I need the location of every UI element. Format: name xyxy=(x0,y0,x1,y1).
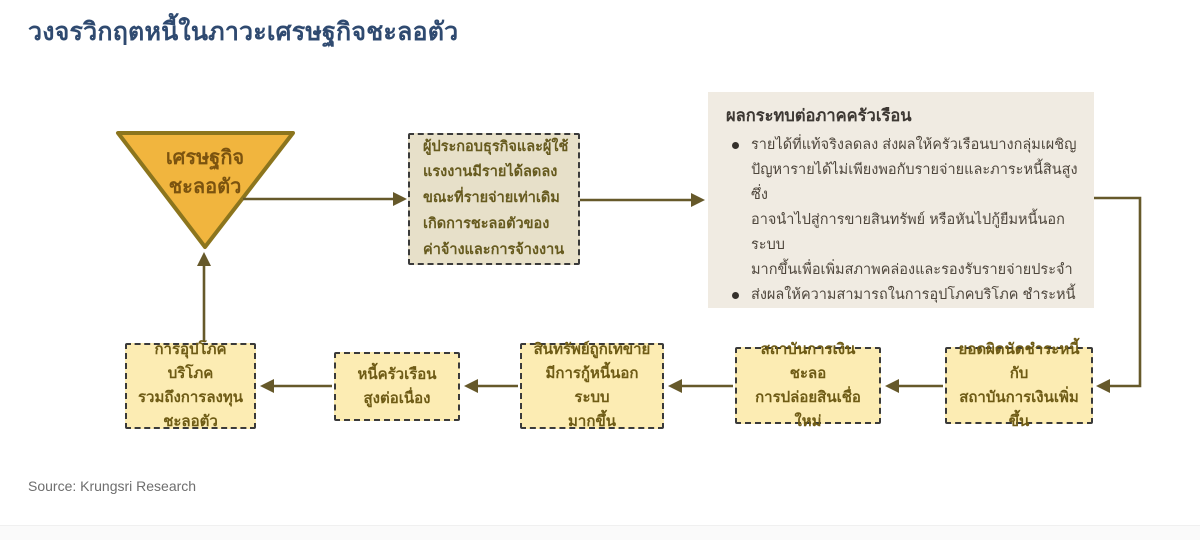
cycle-box-line: มีการกู้หนี้นอกระบบ xyxy=(545,365,639,406)
arrow-consumption-to-trigger-icon xyxy=(197,252,211,341)
cycle-box-line: การปล่อยสินเชื่อใหม่ xyxy=(755,388,861,430)
arrow-cause-to-impact-icon xyxy=(580,193,705,207)
bottom-strip xyxy=(0,525,1200,540)
impact-bullet-line: รายได้ที่แท้จริงลดลง ส่งผลให้ครัวเรือนบา… xyxy=(751,137,1077,153)
arrow-institutions-to-assets-icon xyxy=(668,379,733,393)
cycle-box-line: สถาบันการเงินชะลอ xyxy=(760,340,856,382)
trigger-label-line: ชะลอตัว xyxy=(168,176,242,198)
bullet-dot-icon xyxy=(732,142,739,149)
impact-bullet-text: ส่งผลให้ความสามารถในการอุปโภคบริโภค ชำระ… xyxy=(751,283,1078,308)
cycle-box-line: การอุปโภคบริโภค xyxy=(154,341,227,382)
impact-panel: ผลกระทบต่อภาคครัวเรือน รายได้ที่แท้จริงล… xyxy=(708,92,1094,308)
cycle-box-line: สินทรัพย์ถูกเทขาย xyxy=(533,341,651,358)
arrow-impact-to-defaults-icon xyxy=(1093,196,1142,393)
source-note: Source: Krungsri Research xyxy=(28,478,197,494)
cycle-box-line: สถาบันการเงินเพิ่มขึ้น xyxy=(959,388,1079,430)
cycle-box-line: สูงต่อเนื่อง xyxy=(363,389,431,407)
arrow-trigger-to-cause-icon xyxy=(243,192,407,206)
cause-box: ผู้ประกอบธุรกิจและผู้ใช้ แรงงานมีรายได้ล… xyxy=(408,133,580,265)
cycle-box-line: ยอดผิดนัดชำระหนี้กับ xyxy=(958,340,1080,382)
cycle-box-assets-sold-informal-loans: สินทรัพย์ถูกเทขาย มีการกู้หนี้นอกระบบ มา… xyxy=(520,341,664,430)
cycle-box-institutions-slow-lending: สถาบันการเงินชะลอ การปล่อยสินเชื่อใหม่ xyxy=(735,341,881,430)
arrow-debt-to-consumption-icon xyxy=(260,379,332,393)
impact-bullet-line: อาจนำไปสู่การขายสินทรัพย์ หรือหันไปกู้ยื… xyxy=(751,211,1065,253)
trigger-label-line: เศรษฐกิจ xyxy=(165,147,245,169)
cycle-box-consumption-slows: การอุปโภคบริโภค รวมถึงการลงทุน ชะลอตัว xyxy=(125,341,256,430)
cause-box-line: ผู้ประกอบธุรกิจและผู้ใช้ xyxy=(423,138,569,155)
cycle-box-household-debt-high: หนี้ครัวเรือน สูงต่อเนื่อง xyxy=(334,352,460,421)
cycle-box-line: หนี้ครัวเรือน xyxy=(357,365,437,383)
trigger-label: เศรษฐกิจ ชะลอตัว xyxy=(135,144,275,202)
impact-panel-heading: ผลกระทบต่อภาคครัวเรือน xyxy=(726,107,912,125)
impact-bullet: รายได้ที่แท้จริงลดลง ส่งผลให้ครัวเรือนบา… xyxy=(726,133,1078,283)
bullet-dot-icon xyxy=(732,291,739,299)
cycle-box-line: ชะลอตัว xyxy=(163,413,218,430)
impact-bullet-line: มากขึ้นเพื่อเพิ่มสภาพคล่องและรองรับรายจ่… xyxy=(751,261,1073,278)
cycle-box-line: มากขึ้น xyxy=(568,413,616,430)
impact-bullet: ส่งผลให้ความสามารถในการอุปโภคบริโภค ชำระ… xyxy=(726,283,1078,308)
cycle-box-defaults-increase: ยอดผิดนัดชำระหนี้กับ สถาบันการเงินเพิ่มข… xyxy=(945,341,1093,430)
arrow-defaults-to-institutions-icon xyxy=(885,379,943,393)
impact-bullet-text: รายได้ที่แท้จริงลดลง ส่งผลให้ครัวเรือนบา… xyxy=(751,133,1078,283)
arrow-assets-to-debt-icon xyxy=(464,379,518,393)
impact-bullet-line: ปัญหารายได้ไม่เพียงพอกับรายจ่ายและภาระหน… xyxy=(751,161,1078,203)
cycle-box-line: รวมถึงการลงทุน xyxy=(138,389,243,406)
economic-slowdown-triangle xyxy=(116,131,295,249)
cause-box-line: ค่าจ้างและการจ้างงาน xyxy=(423,241,565,258)
page-title: วงจรวิกฤตหนี้ในภาวะเศรษฐกิจชะลอตัว xyxy=(28,18,459,46)
cause-box-line: ขณะที่รายจ่ายเท่าเดิม xyxy=(423,190,560,207)
cause-box-line: เกิดการชะลอตัวของ xyxy=(423,215,550,232)
cause-box-line: แรงงานมีรายได้ลดลง xyxy=(423,164,558,181)
impact-bullet-line: ส่งผลให้ความสามารถในการอุปโภคบริโภค ชำระ… xyxy=(751,286,1076,303)
